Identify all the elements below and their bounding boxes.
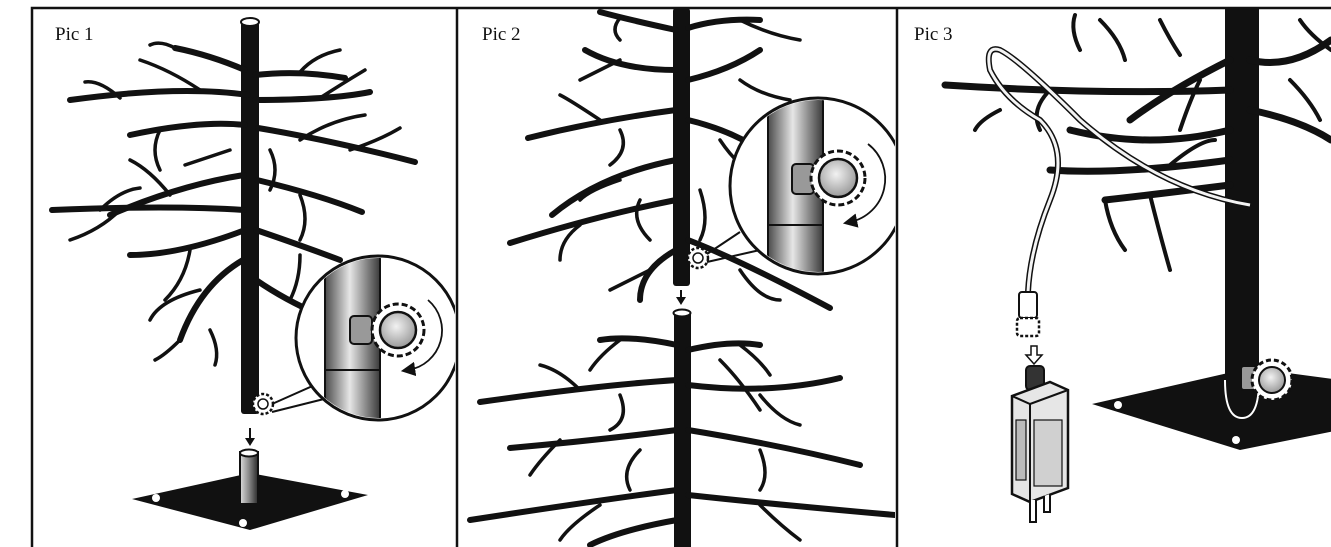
panel-2-label: Pic 2 [482, 24, 521, 46]
panel-1 [52, 18, 460, 530]
arrow-down-icon [676, 290, 686, 305]
tree-trunk-upper [673, 8, 690, 286]
arrow-down-icon [1026, 346, 1042, 364]
screw-knob-icon [688, 248, 708, 268]
cord-connector [1017, 292, 1039, 336]
arrow-down-icon [245, 428, 255, 446]
detail-magnifier [296, 250, 460, 430]
panel-1-label: Pic 1 [55, 24, 94, 46]
power-adapter-icon [1012, 366, 1068, 522]
base-plate [1092, 368, 1331, 450]
tree-trunk [241, 22, 259, 414]
panel-3-label: Pic 3 [914, 24, 953, 46]
tree-trunk [1225, 8, 1259, 416]
screw-knob-icon [253, 394, 273, 414]
panel-2 [470, 8, 906, 547]
base-plate [132, 450, 368, 531]
panel-3 [945, 8, 1331, 522]
